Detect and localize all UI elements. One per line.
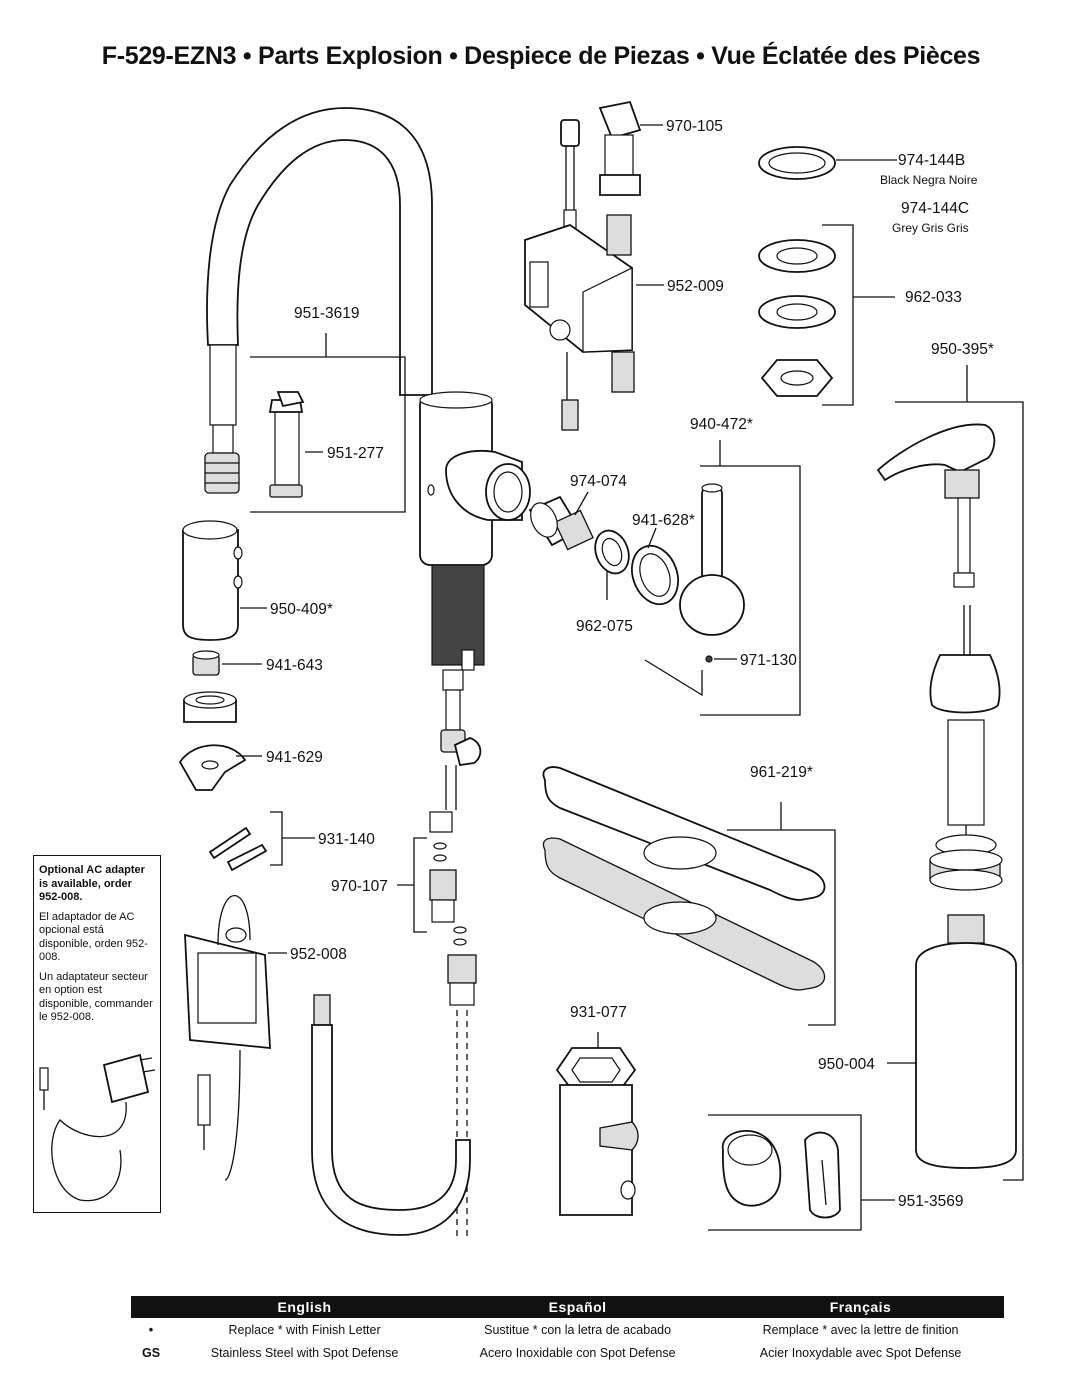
deck-plate (542, 766, 826, 991)
label-950-395: 950-395* (931, 341, 994, 358)
spray-clip (178, 744, 247, 791)
label-961-219: 961-219* (750, 764, 813, 781)
mounting-gasket-1 (758, 239, 836, 273)
soap-mount-flange (929, 834, 1003, 891)
legend-spanish: Acero Inoxidable con Spot Defense (479, 1345, 676, 1360)
aerator (192, 650, 220, 676)
label-941-628: 941-628* (632, 512, 695, 529)
faucet-handle (679, 483, 745, 636)
label-931-077: 931-077 (570, 1004, 627, 1021)
legend-french: Acier Inoxydable avec Spot Defense (759, 1345, 962, 1360)
spray-wand (182, 520, 243, 641)
bonnet-nut (594, 529, 630, 575)
mounting-gasket-2 (758, 295, 836, 329)
label-951-277: 951-277 (327, 445, 384, 462)
label-974-144b-finish: Black Negra Noire (880, 173, 978, 187)
legend-header-key (131, 1296, 171, 1318)
faucet-body (419, 391, 531, 671)
label-970-105: 970-105 (666, 118, 723, 135)
label-974-144b: 974-144B (898, 152, 965, 169)
adapter-note-french: Un adaptateur secteur en option est disp… (39, 970, 153, 1024)
label-940-472: 940-472* (690, 416, 753, 433)
solenoid-valve-box (524, 214, 635, 431)
solenoid-coupler (598, 100, 642, 196)
label-974-144c-finish: Grey Gris Gris (892, 221, 969, 235)
faucet-spout (206, 107, 433, 396)
label-952-008: 952-008 (290, 946, 347, 963)
legend-key: GS (141, 1345, 161, 1360)
soap-pump-body (929, 605, 1001, 845)
label-951-3619: 951-3619 (294, 305, 360, 322)
label-950-004: 950-004 (818, 1056, 875, 1073)
finish-legend-table: English Español Français • Replace * wit… (131, 1296, 1004, 1364)
legend-key: • (148, 1322, 154, 1337)
label-974-074: 974-074 (570, 473, 627, 490)
ac-adapter-note: Optional AC adapter is available, order … (33, 855, 161, 1213)
spray-hose-section (204, 344, 240, 494)
mounting-nut (760, 359, 834, 397)
legend-french: Remplace * avec la lettre de finition (762, 1322, 959, 1337)
ac-adapter-illustration (39, 1053, 156, 1202)
legend-header-english: English (171, 1296, 439, 1318)
handle-cap-ring (631, 544, 679, 606)
hose-weight-clips (721, 1130, 841, 1219)
label-941-643: 941-643 (266, 657, 323, 674)
label-950-409: 950-409* (270, 601, 333, 618)
mounting-bracket (555, 1032, 639, 1216)
solenoid-connector (560, 119, 580, 241)
label-970-107: 970-107 (331, 878, 388, 895)
aerator-ring (183, 691, 237, 723)
label-962-033: 962-033 (905, 289, 962, 306)
label-941-629: 941-629 (266, 749, 323, 766)
legend-header-row: English Español Français (131, 1296, 1004, 1318)
diverter-cartridge (268, 391, 305, 498)
legend-header-french: Français (717, 1296, 1004, 1318)
supply-line-center (429, 669, 482, 1240)
adapter-note-spanish: El adaptador de AC opcional está disponi… (39, 910, 148, 964)
allen-wrench (644, 655, 713, 697)
label-951-3569: 951-3569 (898, 1193, 964, 1210)
legend-header-spanish: Español (438, 1296, 718, 1318)
supply-hose (311, 994, 471, 1236)
label-974-144c: 974-144C (901, 200, 969, 217)
legend-english: Replace * with Finish Letter (228, 1322, 381, 1337)
battery-box (184, 895, 271, 1181)
adapter-note-english: Optional AC adapter is available, order … (39, 864, 145, 903)
escutcheon-ring-black (758, 146, 836, 180)
label-962-075: 962-075 (576, 618, 633, 635)
legend-row: • Replace * with Finish Letter Sustitue … (131, 1318, 1004, 1341)
label-952-009: 952-009 (667, 278, 724, 295)
legend-spanish: Sustitue * con la letra de acabado (484, 1322, 672, 1337)
mounting-screws (208, 811, 283, 872)
label-931-140: 931-140 (318, 831, 375, 848)
valve-cartridge (528, 495, 594, 551)
legend-row: GS Stainless Steel with Spot Defense Ace… (131, 1341, 1004, 1364)
soap-pump-head (876, 423, 996, 588)
soap-bottle (915, 914, 1017, 1169)
legend-english: Stainless Steel with Spot Defense (210, 1345, 399, 1360)
label-971-130: 971-130 (740, 652, 797, 669)
page-title: F-529-EZN3 • Parts Explosion • Despiece … (101, 42, 981, 70)
